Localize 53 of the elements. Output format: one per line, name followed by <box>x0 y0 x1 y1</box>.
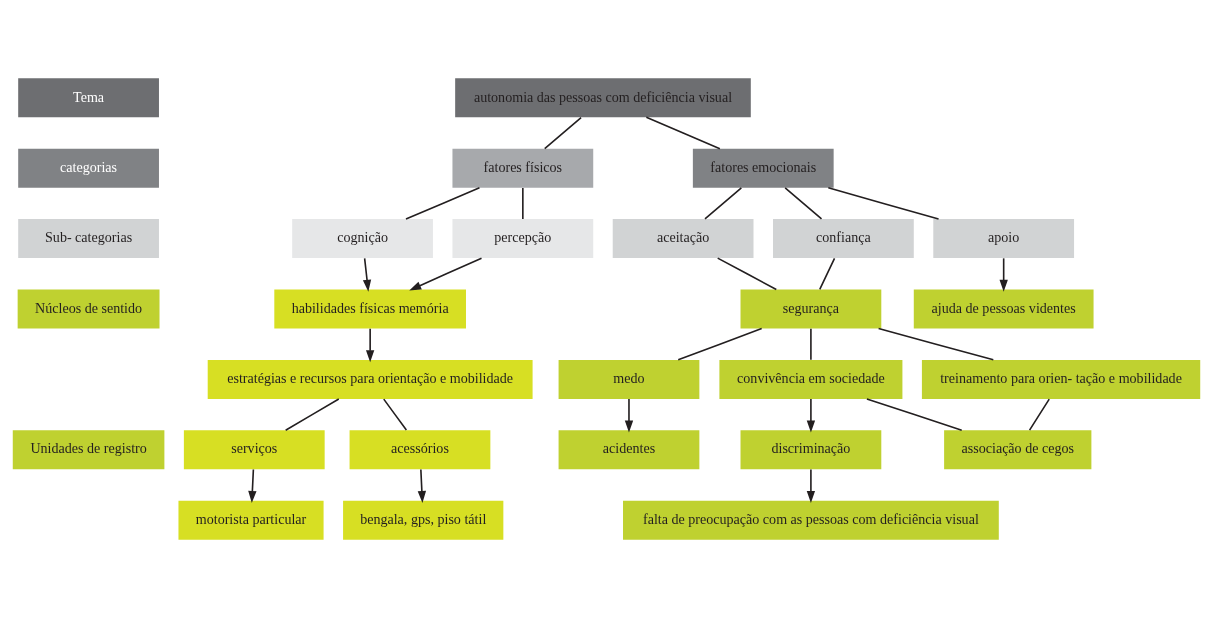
node-box: motorista particular <box>178 500 324 540</box>
arrow <box>806 468 816 503</box>
connector <box>382 397 408 431</box>
node-box: segurança <box>740 289 882 328</box>
arrow <box>365 327 375 362</box>
connector <box>866 397 963 431</box>
node-box: confiança <box>773 218 914 258</box>
node-box: habilidades físicas memória <box>274 289 466 328</box>
arrow <box>362 257 372 292</box>
node-box: fatores físicos <box>452 148 594 188</box>
node-box: categorias <box>18 148 159 188</box>
node-box: apoio <box>933 218 1075 258</box>
connector <box>522 186 524 220</box>
connector <box>784 186 823 220</box>
node-box: Tema <box>18 77 159 117</box>
node-box: bengala, gps, piso tátil <box>343 500 504 540</box>
node-box: convivência em sociedade <box>719 359 903 399</box>
connector <box>704 186 743 220</box>
connector <box>1028 397 1051 431</box>
arrow <box>417 468 427 503</box>
node-box: falta de preocupação com as pessoas com deficiência visual <box>623 500 999 540</box>
arrow <box>409 256 483 290</box>
node-box: Unidades de registro <box>12 429 165 469</box>
node-box: aceitação <box>612 218 754 258</box>
connector <box>810 327 812 360</box>
node-box: discriminação <box>740 429 882 469</box>
arrow <box>999 257 1008 292</box>
connector <box>677 327 763 361</box>
connector <box>716 256 778 290</box>
node-box: fatores emocionais <box>692 148 834 188</box>
node-box: associação de cegos <box>944 429 1092 469</box>
node-box: ajuda de pessoas videntes <box>913 289 1094 328</box>
connector <box>543 116 582 149</box>
node-box: Sub- categorias <box>18 218 159 258</box>
connector <box>818 257 836 290</box>
node-box: medo <box>558 359 700 399</box>
node-box: treinamento para orien- tação e mobilidade <box>921 359 1201 399</box>
node-box: estratégias e recursos para orientação e mobilidade <box>207 359 533 399</box>
arrow <box>248 468 257 503</box>
node-box: percepção <box>452 218 594 258</box>
node-box: acessórios <box>349 429 491 469</box>
node-box: cognição <box>292 218 433 258</box>
connector <box>405 186 481 220</box>
connector <box>284 397 340 431</box>
arrow <box>624 397 634 433</box>
connector <box>827 186 940 220</box>
node-box: acidentes <box>558 429 700 469</box>
node-box: serviços <box>183 429 325 469</box>
connector <box>877 327 995 361</box>
node-box: autonomia das pessoas com deficiência visual <box>455 77 751 117</box>
connector <box>645 116 721 149</box>
node-box: Núcleos de sentido <box>17 289 160 328</box>
arrow <box>806 397 816 433</box>
